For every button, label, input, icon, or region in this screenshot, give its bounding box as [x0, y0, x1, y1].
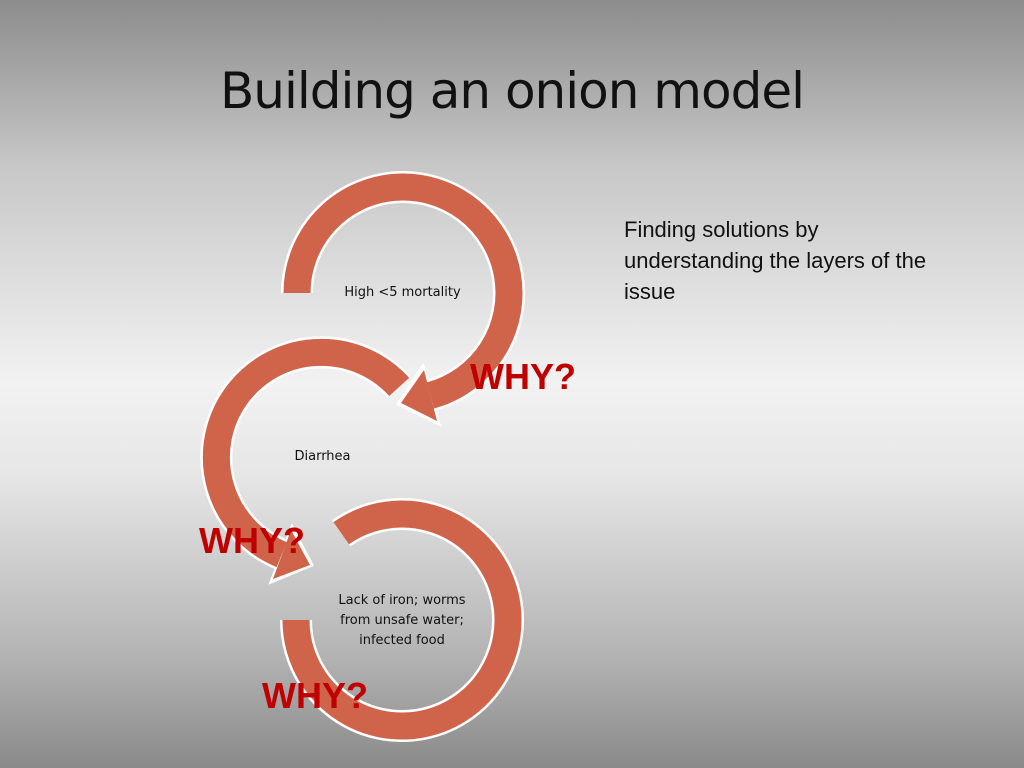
arrow-arc-3 — [282, 500, 522, 740]
why-label-3: WHY? — [262, 675, 368, 716]
side-text: Finding solutions by understanding the l… — [624, 217, 927, 304]
arrow-arc-2 — [202, 338, 410, 568]
slide-title: Building an onion model — [220, 62, 805, 120]
layer-label-3: Lack of iron; worms from unsafe water; i… — [338, 593, 466, 648]
layer-label-1: High <5 mortality — [344, 285, 461, 300]
layer-label-2: Diarrhea — [294, 449, 351, 464]
why-label-1: WHY? — [470, 356, 576, 397]
arrowhead-2 — [273, 530, 310, 579]
why-label-2: WHY? — [199, 520, 305, 561]
arrow-arc-1 — [283, 173, 523, 409]
arrowhead-1 — [401, 370, 437, 421]
